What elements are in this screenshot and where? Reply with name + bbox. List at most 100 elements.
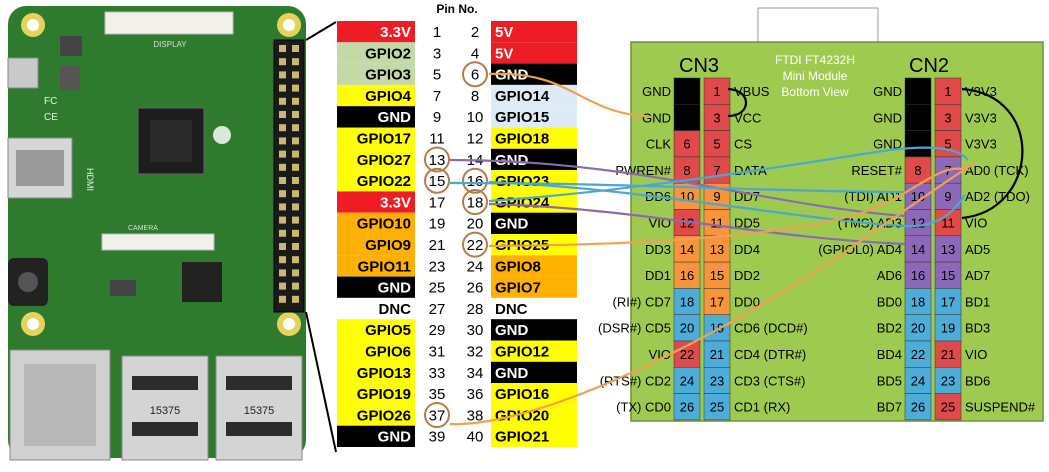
gpio-right-label: GPIO8 [495, 258, 541, 275]
signal-label: GND [873, 137, 902, 152]
signal-label: GND [642, 110, 671, 125]
audio-jack-hole [18, 272, 38, 292]
pin-number: 11 [429, 131, 445, 148]
module-pin-number: 15 [710, 268, 724, 283]
header-pin [292, 229, 299, 237]
module-pin-number: 16 [911, 268, 925, 283]
usb-port [121, 355, 209, 461]
pin-box [904, 288, 932, 315]
camera-label: CAMERA [128, 225, 158, 232]
pin-cell-right [491, 106, 577, 128]
signal-label: CD4 (DTR#) [734, 347, 806, 362]
gpio-right-label: GPIO20 [495, 407, 549, 424]
signal-label: V3V3 [965, 110, 997, 125]
pin-circle [462, 189, 488, 216]
gpio-right-label: GND [495, 216, 529, 233]
module-pin-number: 26 [911, 400, 925, 415]
signal-label: (RI#) CD7 [612, 294, 671, 309]
pin-number: 29 [429, 322, 446, 339]
module-pin-number: 23 [941, 373, 955, 388]
signal-label: AD6 [877, 268, 902, 283]
module-pin-number: 19 [941, 321, 955, 336]
pin-cell-right [491, 63, 577, 85]
pin-number: 3 [433, 45, 441, 62]
gpio-left-label: GPIO4 [365, 88, 412, 105]
module-pin-number: 15 [941, 268, 955, 283]
pin-box [904, 130, 932, 158]
header-pin [279, 124, 286, 132]
pin-cell-left [337, 319, 415, 341]
signal-label: CD3 (CTS#) [734, 373, 806, 388]
pin-circle [462, 231, 488, 258]
gpio-left-label: GPIO26 [357, 407, 411, 424]
pin-number: 10 [467, 109, 484, 126]
usb-port [215, 355, 303, 461]
pin-cell-left [337, 42, 415, 64]
pin-number: 20 [467, 216, 484, 233]
display-label: DISPLAY [153, 40, 187, 49]
pin-number: 4 [471, 45, 479, 62]
wire-gnd-pin6 [488, 72, 646, 118]
header-pin [292, 177, 299, 184]
pin-number: 15 [429, 173, 446, 190]
wire-gpio23-tdo [488, 180, 966, 228]
pin-number: 25 [429, 280, 446, 297]
module-pin-number: 3 [713, 110, 720, 125]
module-pin-number: 21 [941, 347, 955, 362]
module-pin-number: 26 [680, 400, 694, 415]
signal-label: RESET# [851, 163, 902, 178]
gpio-header [273, 39, 305, 313]
ce-mark: CE [44, 112, 58, 123]
gpio-left-label: GPIO2 [365, 45, 411, 62]
pin-box [703, 261, 731, 289]
pin-box [934, 367, 962, 394]
wire-gpio24-gpiol0 [488, 202, 906, 246]
soc-die [150, 120, 192, 162]
gpio-left-label: GPIO6 [365, 344, 411, 361]
signal-label: AD7 [965, 268, 990, 283]
header-pin [279, 256, 286, 264]
gpio-right-label: GND [495, 152, 529, 169]
pcb [8, 6, 306, 458]
component [110, 280, 136, 296]
pin-circle [424, 402, 450, 429]
wire-tck-blue [488, 146, 969, 203]
signal-label: AD2 (TDO) [965, 189, 1030, 204]
pin-box [934, 393, 962, 421]
pin-number: 17 [429, 194, 446, 211]
signal-label: V3V3 [965, 137, 997, 152]
pin-cell-right [491, 297, 577, 320]
header-pin [279, 190, 286, 198]
gpio-right-label: 5V [495, 24, 513, 41]
gpio-left-label: GPIO13 [357, 365, 411, 382]
wire-gpio25-tck [488, 167, 969, 248]
module-pin-number: 11 [710, 216, 724, 231]
pin-box [904, 393, 932, 421]
signal-label: CS [734, 137, 752, 152]
pin-cell-left [337, 191, 415, 213]
pin-number: 28 [467, 301, 484, 318]
gpio-left-label: DNC [379, 301, 412, 318]
signal-label: GND [642, 84, 671, 99]
header-pin [292, 163, 299, 171]
module-pin-number: 8 [683, 163, 690, 178]
header-pin [279, 177, 286, 184]
raspberry-logo-icon [213, 126, 231, 144]
pin-cell-right [491, 361, 577, 384]
pin-number: 27 [429, 301, 446, 318]
mounting-hole-icon [21, 13, 301, 336]
module-pin-number: 9 [713, 189, 720, 204]
pin-cell-right [491, 425, 577, 447]
header-pin [279, 84, 286, 92]
signal-label: DD3 [645, 242, 671, 257]
pin-box [934, 288, 962, 315]
signal-label: DD4 [734, 242, 760, 257]
pin-box [904, 235, 932, 263]
pin-cell-left [337, 255, 415, 277]
